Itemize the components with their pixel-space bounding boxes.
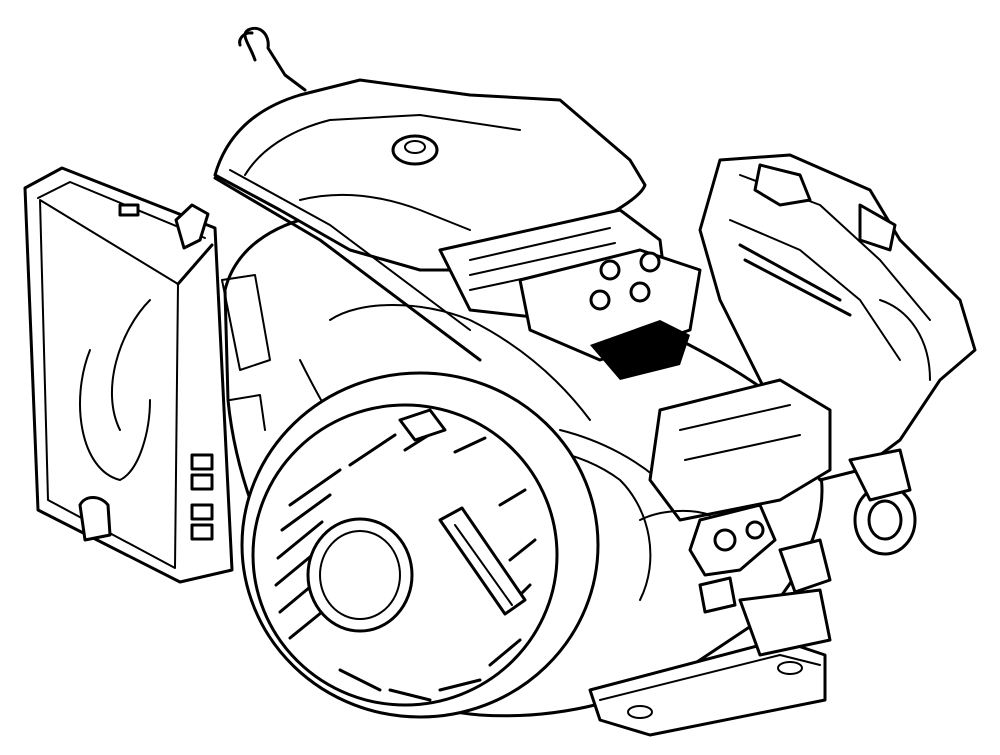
cylinder-head [438, 208, 702, 380]
muffler [698, 153, 977, 482]
output-shaft [848, 448, 917, 556]
air-cleaner-cover [23, 166, 271, 584]
mounting-base [588, 588, 832, 737]
carburetor [639, 378, 832, 614]
fuel-tank [213, 26, 647, 362]
recoil-starter [240, 371, 600, 719]
